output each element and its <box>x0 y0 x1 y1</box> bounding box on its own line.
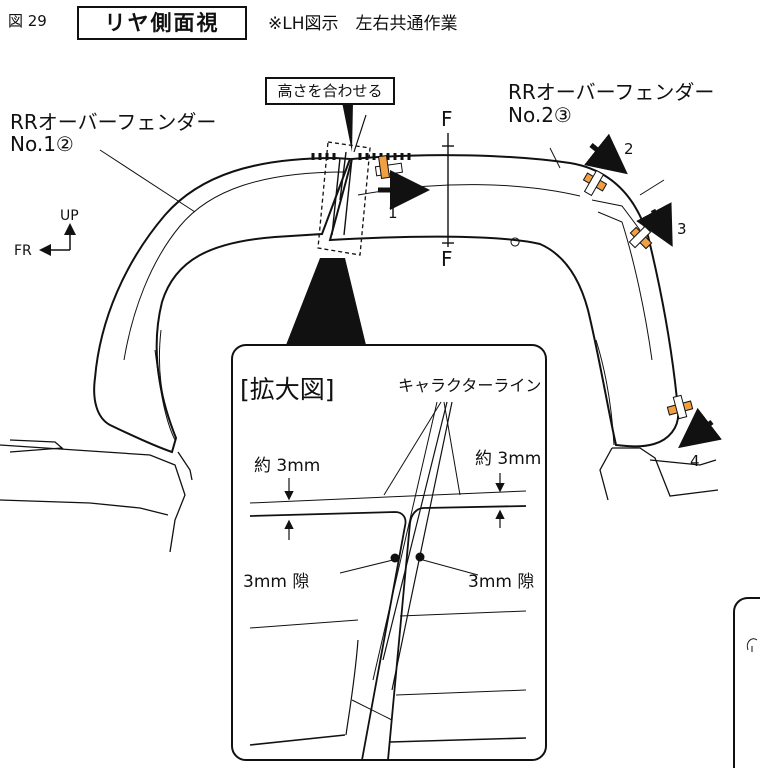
character-line-label: キャラクターライン <box>398 376 542 395</box>
step-arrows <box>378 133 722 449</box>
gap-3mm-right: 3mm 隙 <box>468 572 535 592</box>
step4-label: 4 <box>690 452 700 470</box>
body-panel-right <box>599 447 719 501</box>
partial-panel <box>733 597 760 768</box>
section-f-bottom: F <box>441 247 453 271</box>
approx-3mm-left: 約 3mm <box>254 456 321 476</box>
step3-label: 3 <box>677 220 687 238</box>
align-height-label: 高さを合わせる <box>265 77 395 105</box>
body-panel-left <box>0 439 193 553</box>
approx-3mm-right: 約 3mm <box>475 449 542 469</box>
zoom-drawing <box>249 401 527 761</box>
fender-no2 <box>328 154 680 448</box>
gap-3mm-left: 3mm 隙 <box>243 572 310 592</box>
tape-line <box>311 153 411 160</box>
section-line <box>442 133 454 247</box>
figure-note: ※LH図示 左右共通作業 <box>268 14 458 34</box>
direction-indicator <box>39 223 76 256</box>
fender1-name: RRオーバーフェンダー <box>10 110 217 134</box>
step1-label: 1 <box>388 204 398 222</box>
zoom-panel <box>231 344 547 761</box>
fender2-number: No.2③ <box>508 103 572 127</box>
direction-up-label: UP <box>60 208 79 224</box>
fender1-number: No.1② <box>10 132 74 156</box>
figure-number: 図 29 <box>8 12 47 30</box>
direction-fr-label: FR <box>14 243 32 259</box>
section-f-top: F <box>441 107 453 131</box>
zoom-pointer <box>286 258 366 345</box>
joint-gap <box>331 151 353 236</box>
align-pointer <box>342 102 353 152</box>
view-title: リヤ側面視 <box>77 6 247 40</box>
zoom-title: [拡大図] <box>240 375 335 404</box>
step2-label: 2 <box>624 140 634 158</box>
fender2-name: RRオーバーフェンダー <box>508 80 715 104</box>
